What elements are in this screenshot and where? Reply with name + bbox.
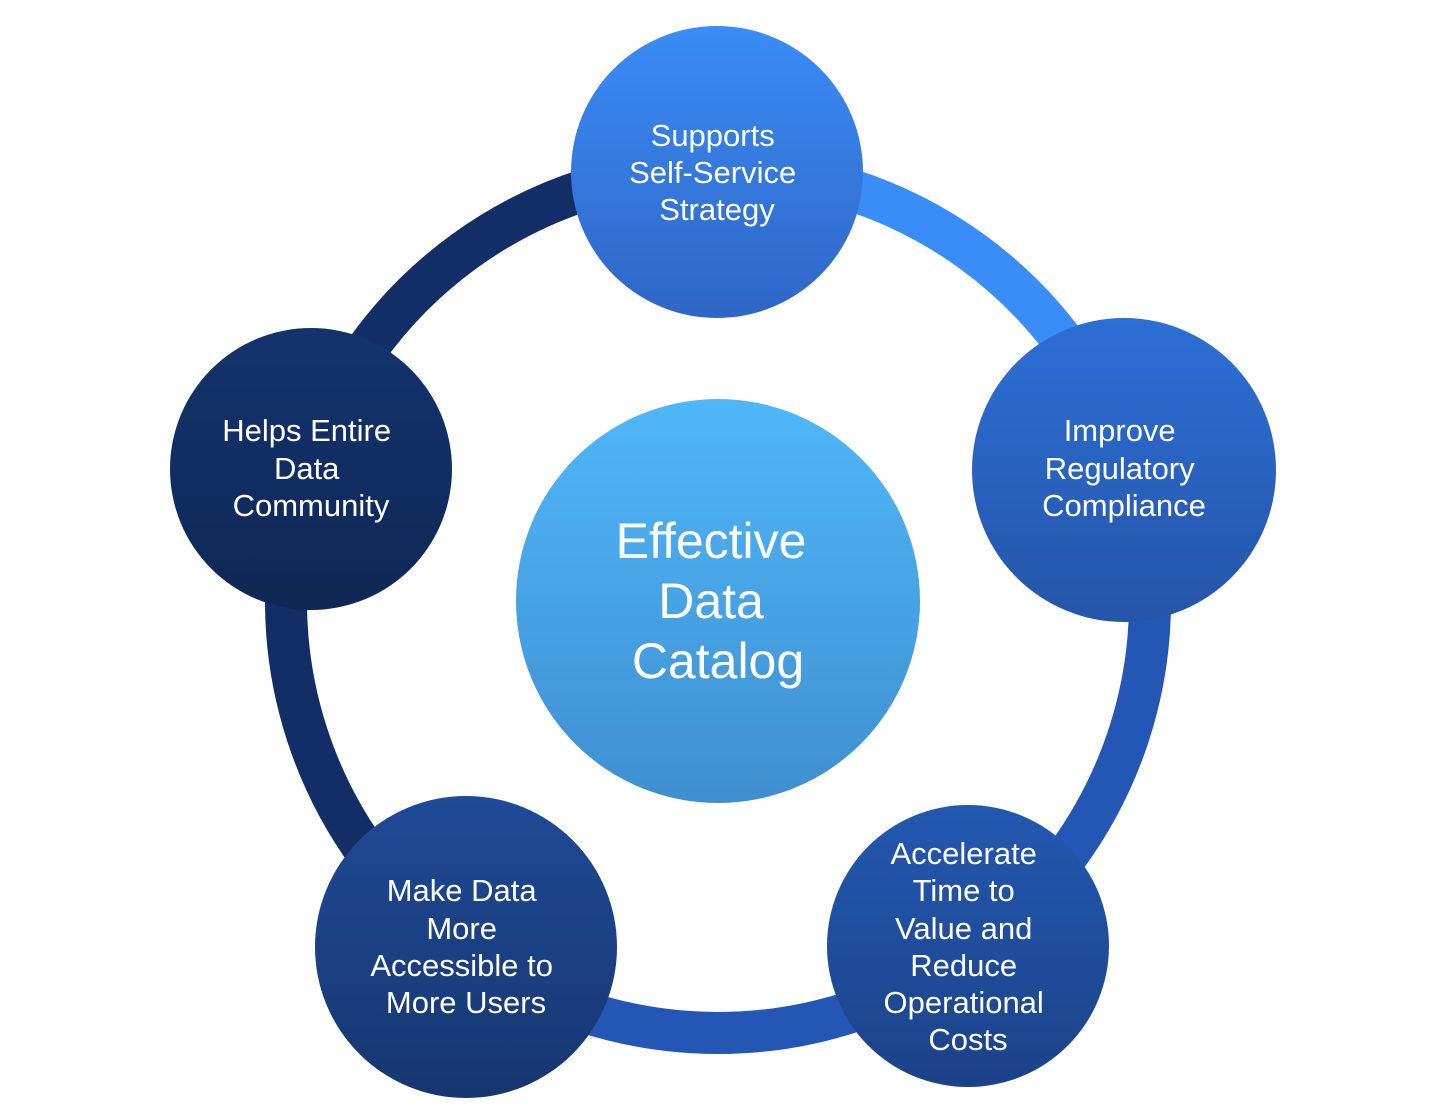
svg-text:Improve Regulatory: Improve Regulatory Compliance <box>1042 413 1206 523</box>
node-label-line: Operational <box>884 985 1044 1020</box>
node-label-line: Compliance <box>1042 488 1206 523</box>
node-circle <box>170 328 452 610</box>
node-label-line: Accessible to <box>370 948 553 983</box>
node-label-line: Reduce <box>910 948 1017 983</box>
node-supports-self-service: Supports Self-Service Strategy <box>571 26 863 318</box>
node-make-data-accessible: Make Data More Accessible to More Users <box>315 796 617 1098</box>
node-circle <box>315 796 617 1098</box>
node-label-line: Time to <box>913 873 1015 908</box>
center-circle <box>516 399 920 803</box>
node-label-line: Value and <box>895 911 1032 946</box>
node-improve-compliance: Improve Regulatory Compliance <box>972 318 1276 622</box>
node-label-line: Improve <box>1064 413 1176 448</box>
node-circle <box>827 805 1109 1087</box>
node-label-line: More <box>426 911 497 946</box>
center-node: Effective Data Catalog <box>516 399 920 803</box>
node-label-line: Costs <box>928 1022 1007 1057</box>
node-accelerate-time-to-value: Accelerate Time to Value and Reduce Oper… <box>827 805 1109 1087</box>
node-label-line: Accelerate <box>890 836 1036 871</box>
node-label-line: Helps Entire <box>222 413 391 448</box>
node-label-line: Self-Service <box>629 155 796 190</box>
center-label-line: Catalog <box>632 633 804 689</box>
node-circle <box>972 318 1276 622</box>
center-label-line: Data <box>658 573 764 629</box>
center-label-line: Effective <box>616 513 807 569</box>
svg-text:Helps Entire Data: Helps Entire Data Community <box>222 413 399 523</box>
node-label-line: Supports <box>651 118 775 153</box>
node-helps-data-community: Helps Entire Data Community <box>170 328 452 610</box>
node-label-line: Strategy <box>659 192 775 227</box>
node-label-line: Data <box>274 451 340 486</box>
svg-text:Effective Data Cat: Effective Data Catalog <box>616 513 821 689</box>
node-label-line: Make Data <box>387 873 538 908</box>
svg-text:Supports Self-Service: Supports Self-Service Strategy <box>629 118 805 227</box>
node-label-line: Community <box>233 488 390 523</box>
node-label-line: More Users <box>386 985 546 1020</box>
node-circle <box>571 26 863 318</box>
svg-text:Make Data More Acc: Make Data More Accessible to More Users <box>370 873 561 1020</box>
svg-text:Accelerate Time to: Accelerate Time to Value and Reduce Oper… <box>884 836 1053 1057</box>
node-label-line: Regulatory <box>1045 451 1195 486</box>
